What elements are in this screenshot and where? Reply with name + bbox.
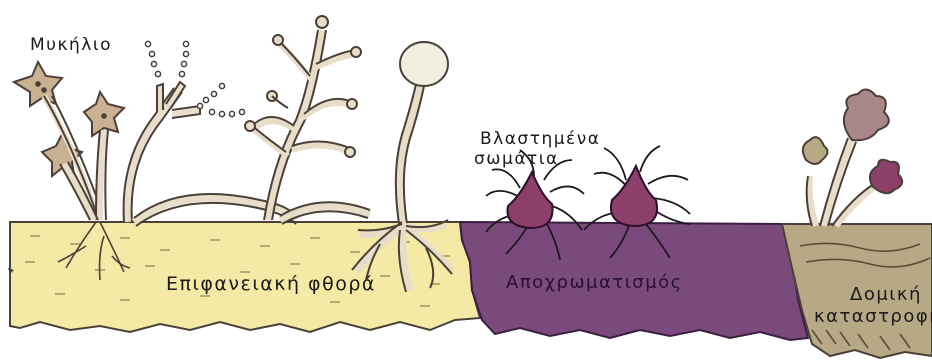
sporangium-head (400, 42, 448, 86)
germinated-bodies-label-line1: Βλαστημένα (480, 129, 600, 149)
spore-body-2 (611, 166, 657, 226)
ground-zones (10, 222, 932, 358)
leaf-mid (870, 160, 902, 193)
leaf-small (803, 137, 828, 164)
germinated-bodies-label-line2: σωμάτια (474, 149, 559, 169)
structural-damage-label-line1: Δομική (850, 284, 922, 305)
sporangium-fungus (352, 42, 452, 292)
mycelium-label: Μυκήλιο (30, 35, 112, 55)
leaf-top (844, 89, 889, 140)
surface-wear-label: Επιφανειακή φθορά (166, 273, 376, 295)
branching-fungus (134, 16, 370, 226)
leafy-growth (803, 89, 902, 226)
discoloration-label: Αποχρωματισμός (506, 272, 683, 293)
structural-damage-label-line2: καταστροφή (814, 306, 932, 327)
